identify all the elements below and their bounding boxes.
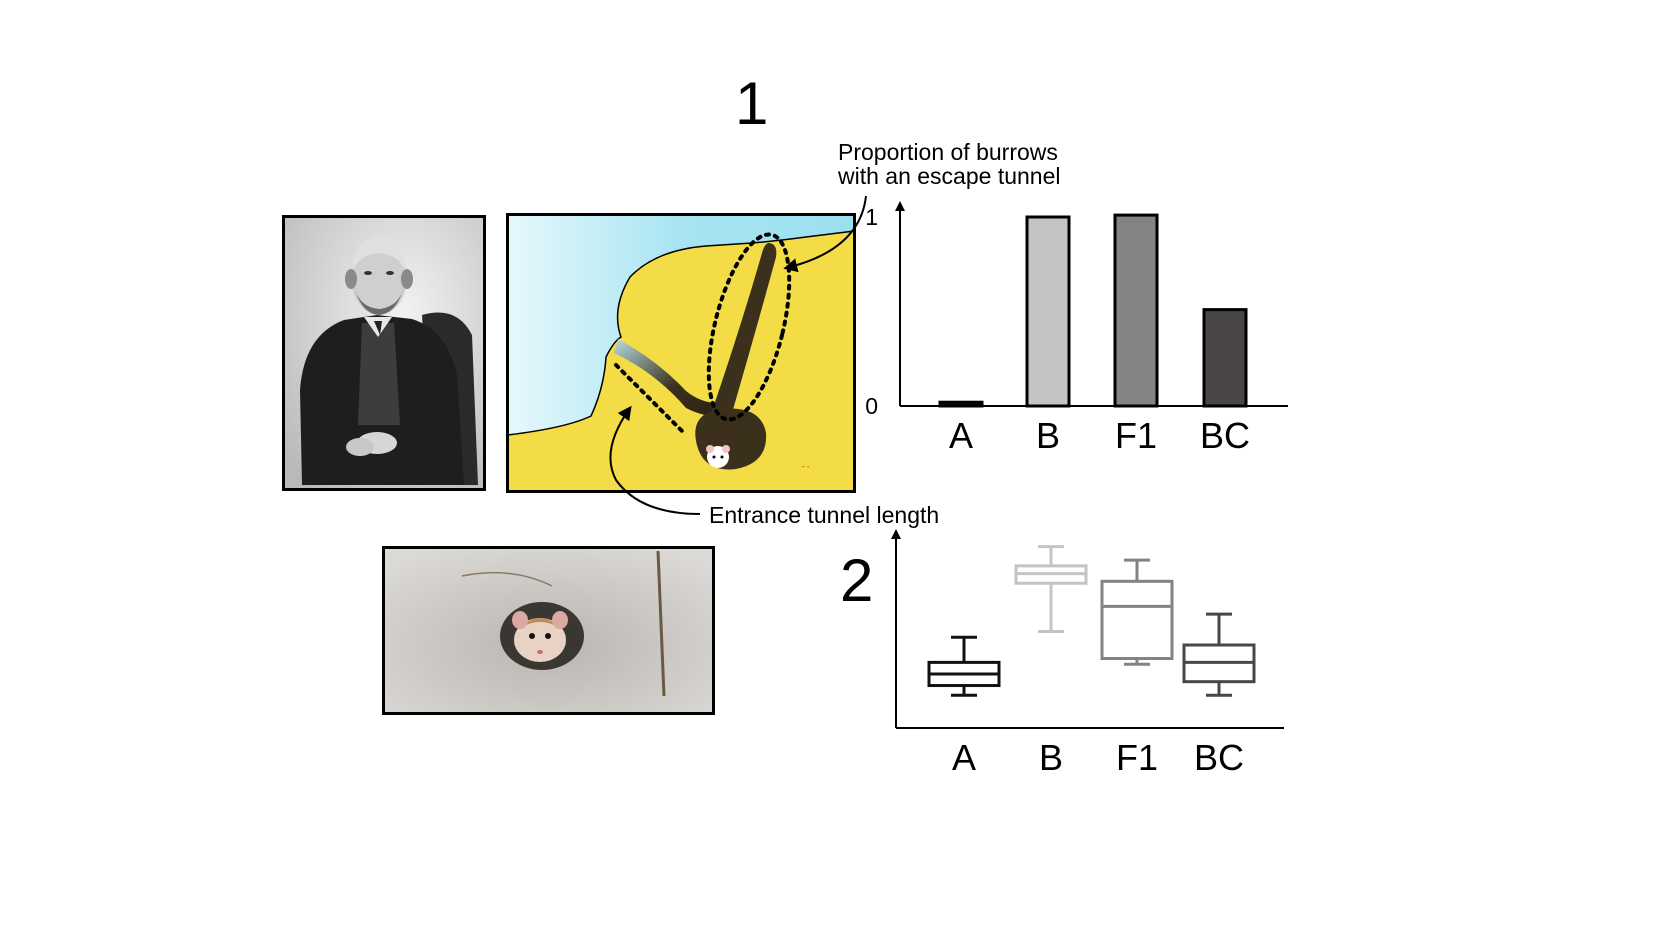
box-bc <box>1182 612 1256 697</box>
bar-chart-category-label: BC <box>1200 415 1250 456</box>
panel-number-2: 2 <box>840 547 874 614</box>
box-plot-category-label: A <box>952 737 976 778</box>
entrance-tunnel-label: Entrance tunnel length <box>709 502 940 528</box>
bar-chart-category-label: F1 <box>1115 415 1157 456</box>
bar-a <box>938 400 984 408</box>
svg-text:- -: - - <box>802 462 810 471</box>
bar-b <box>1025 215 1071 408</box>
escape-tunnel <box>712 243 777 413</box>
box-plot-category-label: BC <box>1194 737 1244 778</box>
escape-annotation-arrow <box>783 195 867 273</box>
escape-tunnel-label: Proportion of burrows with an escape tun… <box>838 140 1061 188</box>
bar-chart: 0 1A B F1 BC <box>865 201 1288 456</box>
box-plot-category-label: F1 <box>1116 737 1158 778</box>
entrance-annotation-arrow <box>609 405 701 515</box>
bar-f1 <box>1113 213 1159 408</box>
mouse-photo <box>382 546 715 715</box>
burrow-diagram: - - <box>506 213 856 493</box>
bar-chart-y-tick-label: 1 <box>865 204 878 230</box>
box-iqr <box>1100 579 1174 661</box>
box-f1 <box>1100 558 1174 666</box>
escape-tunnel-label-line2: with an escape tunnel <box>838 163 1061 190</box>
panel-number-1: 1 <box>735 70 769 137</box>
box-a <box>927 635 1001 697</box>
entrance-tunnel-highlight <box>614 363 688 437</box>
entrance-tunnel <box>614 339 718 416</box>
box-plot-y-arrow <box>891 529 901 539</box>
box-plot-category-label: B <box>1039 737 1063 778</box>
mouse-icon <box>706 445 730 468</box>
bar-bc <box>1202 308 1248 408</box>
bar-chart-y-arrow <box>895 201 905 211</box>
portrait-photo <box>282 215 486 491</box>
box-b <box>1014 545 1088 633</box>
bar-chart-category-label: B <box>1036 415 1060 456</box>
escape-tunnel-highlight <box>706 232 792 422</box>
mouse-face-icon <box>512 611 568 662</box>
bar-chart-category-label: A <box>949 415 973 456</box>
escape-tunnel-label-line1: Proportion of burrows <box>838 139 1058 165</box>
box-plot: A B F1 BC <box>891 529 1284 778</box>
sand-region <box>506 230 856 493</box>
bar-chart-y-tick-label: 0 <box>865 393 878 419</box>
